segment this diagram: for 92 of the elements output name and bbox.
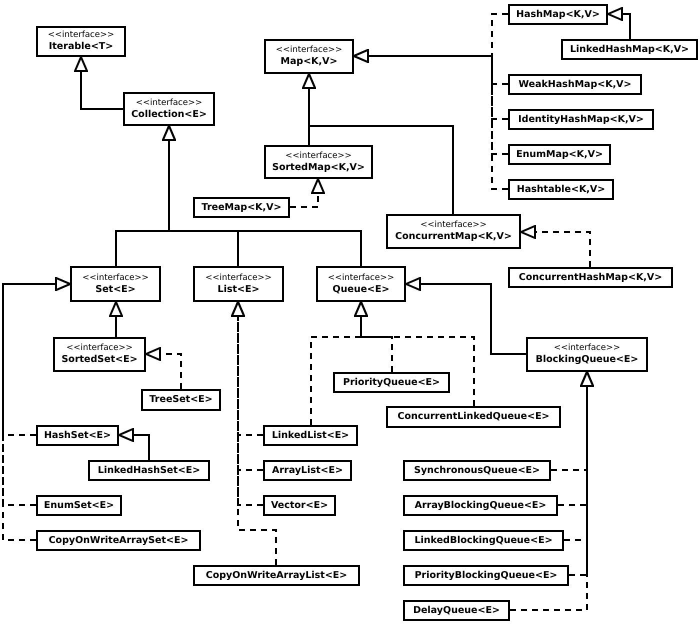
type-name: Hashtable<K,V>: [516, 184, 606, 196]
type-name: HashMap<K,V>: [516, 8, 600, 20]
class-box: [403, 565, 569, 586]
type-name: Iterable<T>: [48, 41, 114, 53]
stereotype-label: <<interface>>: [205, 272, 272, 284]
class-box: [141, 389, 221, 411]
interface-box: [526, 337, 648, 372]
stereotype-label: <<interface>>: [82, 272, 149, 284]
type-name: List<E>: [218, 284, 260, 296]
type-name: HashSet<E>: [44, 430, 111, 442]
class-box: [193, 197, 290, 218]
type-name: EnumSet<E>: [44, 500, 114, 512]
type-name: Queue<E>: [332, 284, 390, 296]
class-box: [508, 179, 614, 200]
interface-box: [264, 145, 373, 179]
type-name: Map<K,V>: [280, 56, 338, 68]
type-name: SortedSet<E>: [61, 354, 138, 366]
type-name: LinkedBlockingQueue<E>: [414, 534, 553, 546]
class-box: [403, 495, 558, 516]
class-box: [508, 144, 611, 165]
type-name: LinkedList<E>: [272, 430, 350, 442]
type-name: CopyOnWriteArrayList<E>: [206, 570, 348, 582]
realization-arrow: [145, 347, 182, 389]
type-name: Collection<E>: [131, 108, 207, 120]
interface-box: [123, 92, 215, 126]
class-box: [36, 495, 122, 516]
type-name: LinkedHashSet<E>: [98, 464, 200, 476]
class-box: [403, 600, 510, 621]
interface-box: [316, 266, 406, 302]
interface-box: [53, 337, 146, 372]
class-box: [263, 495, 336, 516]
generalization-arrow: [302, 73, 454, 214]
class-box: [88, 460, 210, 481]
realization-arrow: [353, 49, 508, 190]
generalization-arrow: [162, 125, 362, 266]
type-name: LinkedHashMap<K,V>: [570, 44, 690, 56]
type-name: ArrayList<E>: [272, 464, 343, 476]
class-box: [193, 565, 360, 586]
type-name: BlockingQueue<E>: [536, 354, 638, 366]
class-box: [36, 530, 201, 551]
realization-arrow: [290, 178, 325, 208]
type-name: IdentityHashMap<K,V>: [518, 114, 644, 126]
generalization-arrow: [405, 277, 526, 355]
class-box: [263, 460, 352, 481]
type-name: TreeSet<E>: [149, 394, 213, 406]
type-name: TreeMap<K,V>: [202, 202, 282, 214]
stereotype-label: <<interface>>: [554, 343, 620, 354]
generalization-arrow: [109, 301, 123, 337]
type-name: ConcurrentHashMap<K,V>: [518, 272, 662, 284]
type-name: Set<E>: [95, 284, 136, 296]
type-name: SynchronousQueue<E>: [414, 464, 540, 476]
type-name: CopyOnWriteArraySet<E>: [48, 534, 188, 546]
type-name: WeakHashMap<K,V>: [518, 78, 632, 90]
stereotype-label: <<interface>>: [48, 30, 114, 41]
class-box: [508, 267, 673, 288]
type-name: ConcurrentMap<K,V>: [395, 231, 512, 243]
interface-box: [264, 39, 354, 74]
type-name: SortedMap<K,V>: [272, 162, 365, 174]
realization-arrow: [520, 225, 591, 267]
class-box: [508, 109, 654, 130]
generalization-arrow: [74, 56, 123, 110]
stereotype-label: <<interface>>: [420, 220, 487, 231]
type-name: DelayQueue<E>: [413, 604, 500, 616]
class-box: [508, 4, 608, 25]
interface-box: [193, 266, 284, 302]
type-name: EnumMap<K,V>: [516, 148, 603, 160]
realization-arrow: [231, 301, 277, 565]
class-box: [333, 372, 450, 393]
class-box: [386, 406, 561, 428]
stereotype-label: <<interface>>: [285, 150, 352, 162]
interface-box: [70, 266, 161, 302]
class-box: [36, 425, 119, 446]
generalization-arrow: [118, 428, 150, 460]
type-name: PriorityBlockingQueue<E>: [414, 570, 558, 582]
stereotype-label: <<interface>>: [276, 45, 342, 56]
realization-arrow: [510, 371, 594, 611]
class-box: [508, 74, 642, 95]
class-box: [403, 530, 564, 551]
type-name: ConcurrentLinkedQueue<E>: [397, 411, 550, 423]
stereotype-label: <<interface>>: [66, 343, 133, 354]
generalization-arrow: [607, 7, 631, 39]
stereotype-label: <<interface>>: [328, 272, 394, 284]
type-name: PriorityQueue<E>: [342, 376, 440, 388]
type-name: Vector<E>: [270, 500, 328, 512]
interface-box: [386, 214, 521, 249]
class-box: [561, 39, 698, 60]
class-box: [403, 460, 551, 481]
stereotype-label: <<interface>>: [136, 98, 202, 108]
class-box: [263, 425, 358, 446]
type-name: ArrayBlockingQueue<E>: [414, 500, 546, 512]
realization-arrow: [310, 301, 368, 425]
interface-box: [36, 26, 126, 57]
